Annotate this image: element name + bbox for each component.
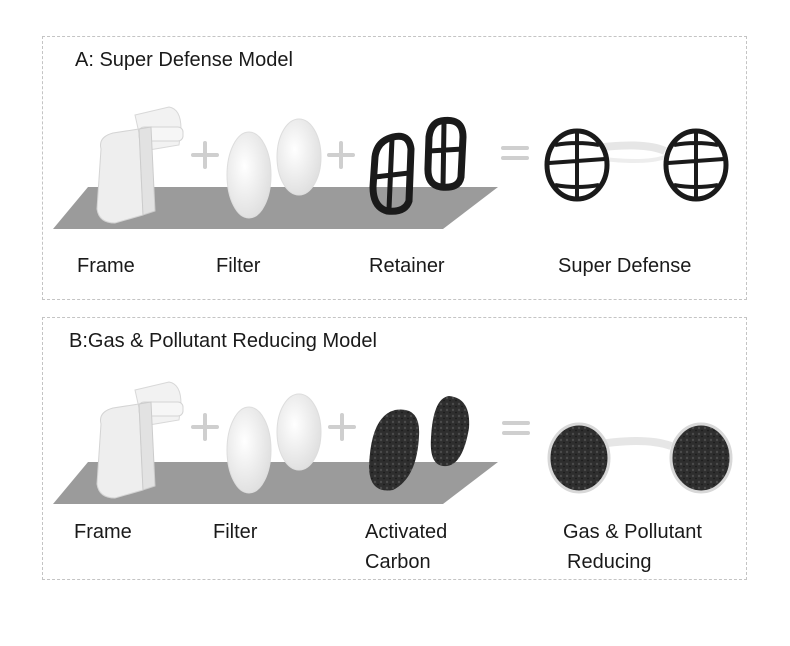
- frame-label: Frame: [74, 521, 132, 543]
- panel-title: B:Gas & Pollutant Reducing Model: [69, 330, 377, 352]
- panel-title: A: Super Defense Model: [75, 49, 293, 71]
- gas-pollutant-reducing-label: Gas & Pollutant Reducing: [563, 517, 702, 577]
- frame-icon: [96, 381, 184, 499]
- frame-icon: [96, 106, 184, 224]
- retainer-label: Retainer: [369, 255, 445, 277]
- nose-filter-assembled-icon: [547, 422, 733, 494]
- nose-filter-assembled-icon: [544, 128, 729, 202]
- retainer-icon: [369, 116, 467, 215]
- plus-icon: [328, 413, 356, 441]
- plus-icon: [191, 413, 219, 441]
- platform: [53, 187, 498, 229]
- frame-label: Frame: [77, 255, 135, 277]
- activated-carbon-label: Activated Carbon: [365, 517, 447, 577]
- activated-carbon-label-line1: Activated: [365, 521, 448, 543]
- filter-label: Filter: [213, 521, 258, 543]
- activated-carbon-label-line2: Carbon: [365, 551, 431, 573]
- filter-pad-icon: [226, 118, 322, 219]
- super-defense-label: Super Defense: [558, 255, 692, 277]
- carbon-pad-icon: [369, 396, 470, 491]
- super-defense-illustration: [53, 106, 729, 229]
- gas-pollutant-reducing-label-line1: Gas & Pollutant: [563, 521, 702, 543]
- super-defense-panel: A: Super Defense Model: [42, 36, 747, 300]
- filter-pad-icon: [226, 393, 322, 494]
- plus-icon: [191, 141, 219, 169]
- gas-pollutant-reducing-label-line2: Reducing: [567, 551, 652, 573]
- filter-label: Filter: [216, 255, 261, 277]
- plus-icon: [327, 141, 355, 169]
- equals-icon: [501, 146, 529, 160]
- equals-icon: [502, 421, 530, 435]
- gas-pollutant-illustration: [53, 381, 733, 504]
- gas-pollutant-panel: B:Gas & Pollutant Reducing Model: [42, 317, 747, 580]
